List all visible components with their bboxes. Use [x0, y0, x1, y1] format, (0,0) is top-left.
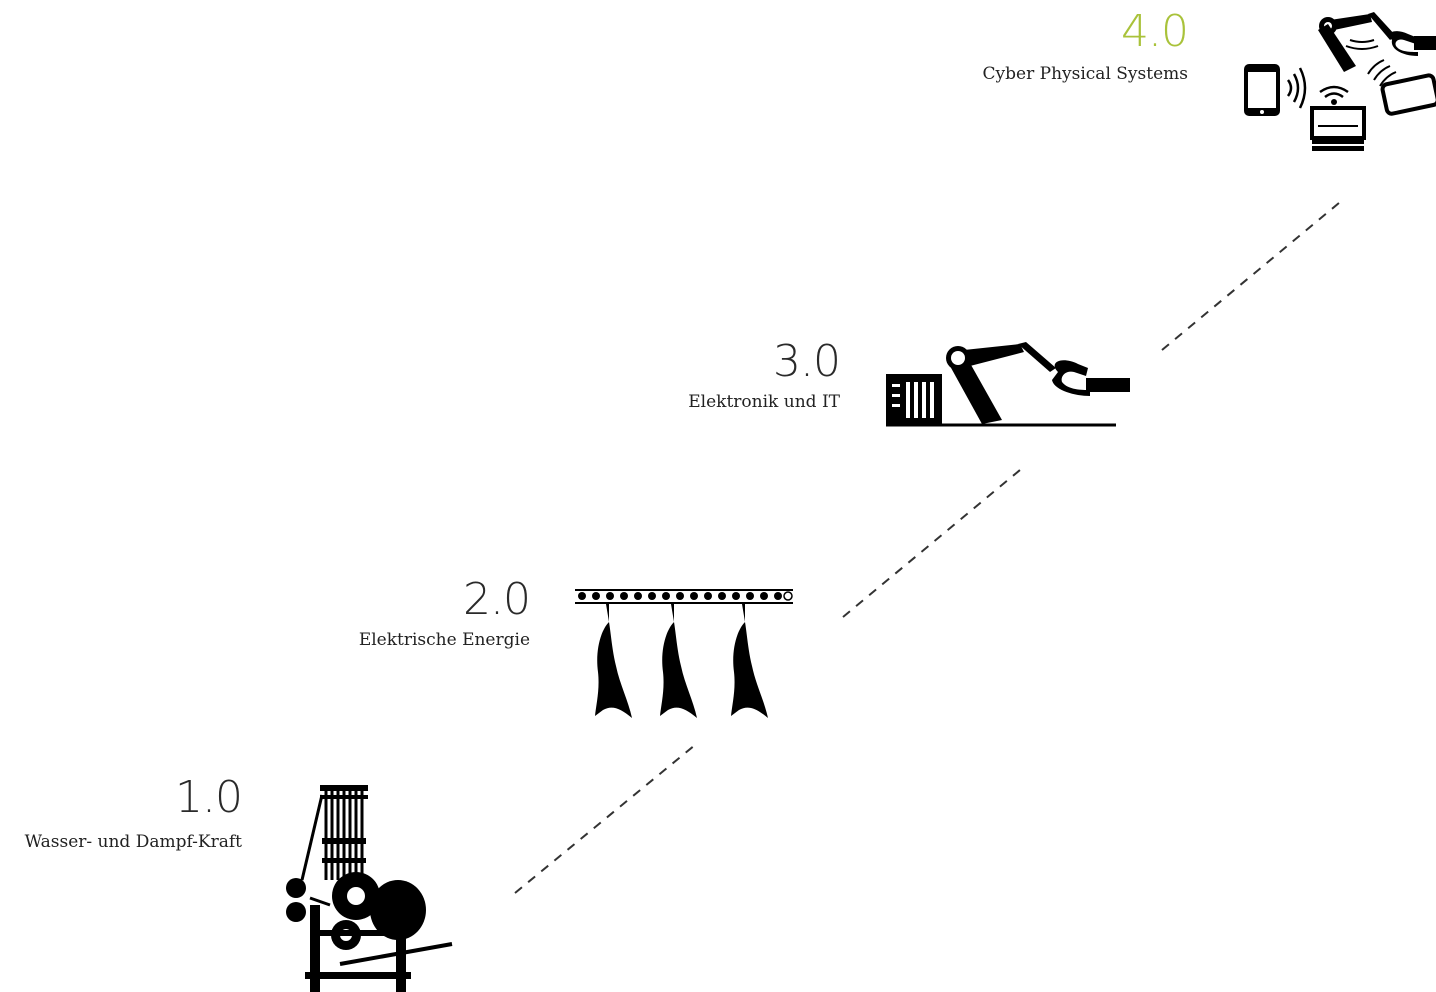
industry-evolution-diagram: 1.0 Wasser- und Dampf-Kraft 2.0 Elektris…: [0, 0, 1436, 992]
connected-devices-icon: [0, 0, 1436, 992]
